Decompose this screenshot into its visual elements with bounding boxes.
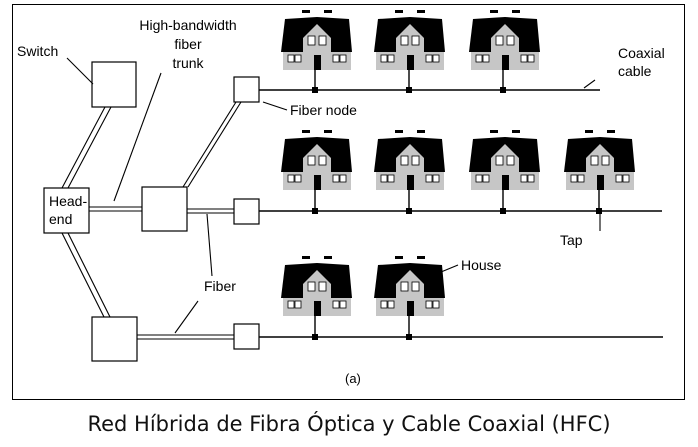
fiber-node-top [233,76,260,103]
headend-label-line1: Head- [49,193,87,209]
house-icon [468,129,541,191]
trunk-label-line1: High-bandwidth [139,17,236,33]
switch-label: Switch [17,43,58,59]
house-icon [280,9,353,71]
hub-box-bottom [91,316,138,362]
house-icon [373,9,446,71]
tap-label: Tap [560,232,583,248]
fiber-links [61,101,242,340]
headend-label-line2: end [49,211,72,227]
diagram-caption: Red Híbrida de Fibra Óptica y Cable Coax… [87,412,611,436]
fiber-node-middle [233,198,260,225]
figure-tag: (a) [345,371,361,386]
coaxial-label-line1: Coaxial [618,45,665,61]
switch-box [91,61,137,108]
house-icon [373,255,446,317]
drops-and-taps [312,70,602,340]
fiber-label: Fiber [204,278,236,294]
house-icon [280,129,353,191]
coaxial-label-line2: cable [618,63,652,79]
fiber-node-label: Fiber node [290,102,357,118]
trunk-label-line2: fiber [174,36,202,52]
house-icon [373,129,446,191]
trunk-label-line3: trunk [172,55,204,71]
house-label: House [461,257,502,273]
house-icon [280,255,353,317]
fiber-node-bottom [233,323,260,350]
hub-box-middle [141,186,188,232]
callout-leaders [66,57,601,334]
house-icon [468,9,541,71]
headend-box [43,187,90,234]
house-icon [563,129,636,191]
